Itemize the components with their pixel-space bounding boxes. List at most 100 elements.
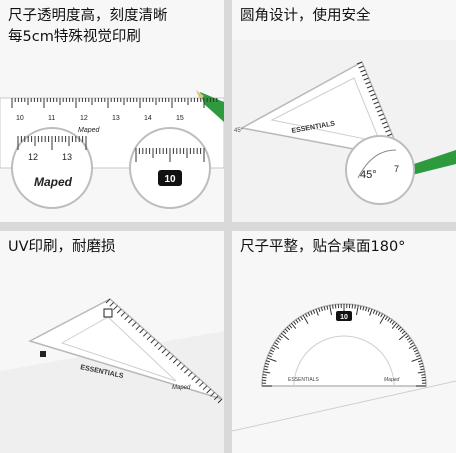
tick-mark xyxy=(305,313,308,318)
ruler-number: 13 xyxy=(112,115,120,122)
caption: 尺子平整，贴合桌面180° xyxy=(240,239,406,255)
tick-mark xyxy=(405,335,409,339)
tick-mark xyxy=(415,352,420,355)
maped-logo-small: Maped xyxy=(78,127,101,134)
zoom-lens-right xyxy=(129,127,211,209)
tick-mark xyxy=(367,307,370,312)
tick-mark xyxy=(280,332,290,341)
tick-mark xyxy=(320,307,323,312)
tick-mark xyxy=(154,341,159,347)
maped-logo: Maped xyxy=(172,385,191,391)
tick-mark xyxy=(116,308,122,314)
tick-mark xyxy=(263,371,271,374)
tick-mark xyxy=(370,93,376,97)
tick-mark xyxy=(391,322,398,329)
tick-mark xyxy=(360,69,366,73)
tick-mark xyxy=(398,332,408,341)
tick-mark xyxy=(198,381,204,387)
tick-mark xyxy=(270,349,275,353)
tick-mark xyxy=(286,326,291,331)
tick-mark xyxy=(105,298,111,304)
tick-mark xyxy=(184,368,189,374)
tick-mark xyxy=(271,347,276,350)
tick-mark xyxy=(295,319,299,324)
tick-mark xyxy=(113,305,118,311)
tick-mark xyxy=(267,354,272,358)
tick-mark xyxy=(361,73,368,77)
ruler-number: 15 xyxy=(176,115,184,122)
tick-mark xyxy=(417,371,425,374)
tick-mark xyxy=(315,308,319,316)
tick-mark xyxy=(288,324,293,329)
tick-mark xyxy=(375,105,381,109)
tick-mark xyxy=(375,310,378,315)
ruler-number: 14 xyxy=(144,115,152,122)
zoom-number: 12 xyxy=(28,152,38,162)
angle-mark: 7 xyxy=(394,164,399,174)
tick-mark xyxy=(124,315,130,321)
tick-mark xyxy=(263,368,268,371)
tick-mark xyxy=(265,360,270,363)
tick-mark xyxy=(408,344,416,349)
maped-logo: Maped xyxy=(34,175,73,189)
tick-mark xyxy=(135,325,141,331)
tick-mark xyxy=(275,339,280,343)
tick-mark xyxy=(332,304,334,309)
tick-mark xyxy=(371,97,378,101)
tick-mark xyxy=(376,109,383,113)
tick-mark xyxy=(157,345,163,351)
corner-label: 45° xyxy=(234,128,244,134)
tick-mark xyxy=(379,314,386,324)
tick-mark xyxy=(302,314,309,324)
tick-mark xyxy=(386,133,393,137)
tick-mark xyxy=(418,362,423,365)
maped-logo: Maped xyxy=(384,377,400,383)
tick-mark xyxy=(356,305,359,316)
caption: 尺子透明度高，刻度清晰 每5cm特殊视觉印刷 xyxy=(8,8,168,45)
tick-mark xyxy=(391,321,395,325)
tick-mark xyxy=(262,374,267,376)
tick-mark xyxy=(169,355,174,361)
tick-mark xyxy=(329,305,332,316)
set-square-illustration: ESSENTIALS 45° 45° 7 xyxy=(232,40,456,222)
angle-label: 45° xyxy=(360,169,377,181)
ruler-number: 10 xyxy=(16,115,24,122)
tick-mark xyxy=(161,348,167,354)
tick-mark xyxy=(326,305,329,310)
tick-mark xyxy=(412,347,417,350)
tick-mark xyxy=(187,371,193,377)
protractor-illustration: 10 ESSENTIALS Maped xyxy=(232,303,456,432)
tick-mark xyxy=(387,317,391,322)
tick-mark xyxy=(419,365,424,368)
tick-mark xyxy=(202,385,208,391)
tick-mark xyxy=(385,129,391,133)
tick-mark xyxy=(366,85,373,89)
tick-mark xyxy=(418,360,423,363)
tick-mark xyxy=(365,81,371,85)
tick-mark xyxy=(411,357,422,362)
tick-mark xyxy=(142,331,148,337)
tick-mark xyxy=(139,328,144,334)
tick-mark xyxy=(293,321,297,325)
tick-mark xyxy=(266,357,277,362)
tick-mark xyxy=(356,61,363,65)
tick-mark xyxy=(284,328,289,333)
tick-mark xyxy=(264,365,269,368)
tick-mark xyxy=(365,307,368,312)
tick-mark xyxy=(395,324,400,329)
tick-mark xyxy=(323,306,326,311)
tick-mark xyxy=(384,316,388,321)
tick-mark xyxy=(277,337,282,341)
tick-mark xyxy=(312,309,316,314)
tick-mark xyxy=(406,337,411,341)
tick-mark xyxy=(383,125,389,129)
tick-mark xyxy=(368,89,374,93)
tick-mark xyxy=(109,301,115,307)
set-square-illustration: ESSENTIALS Maped xyxy=(0,298,224,453)
tick-mark xyxy=(131,321,137,327)
tick-mark xyxy=(279,335,283,339)
tick-mark xyxy=(300,316,304,321)
tick-mark xyxy=(397,326,402,331)
tick-mark xyxy=(381,121,388,125)
